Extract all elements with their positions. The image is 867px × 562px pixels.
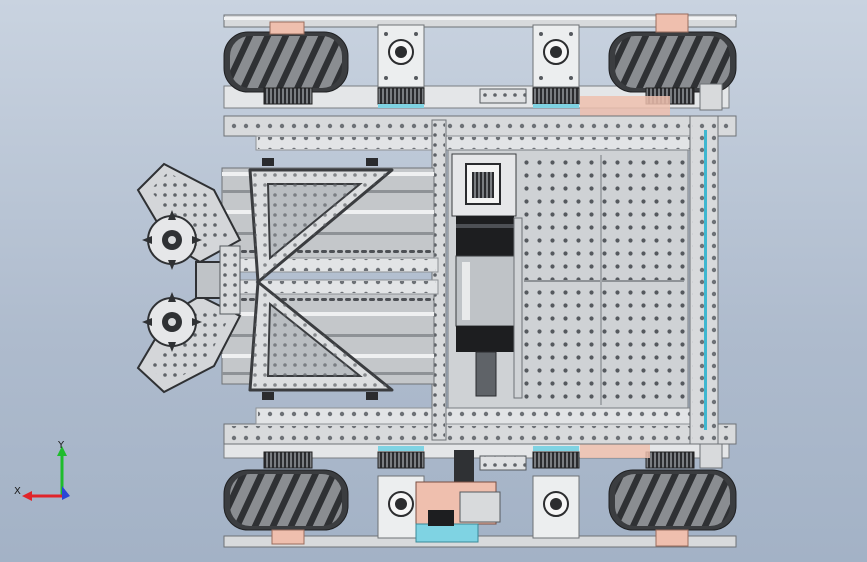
wheel-front-right[interactable]	[608, 13, 737, 93]
intake-gearbox[interactable]	[195, 245, 241, 315]
y-axis-arrowhead	[57, 446, 67, 456]
bracket-top[interactable]	[479, 83, 723, 118]
wheel-rear-right[interactable]	[608, 469, 737, 547]
chassis-frame-top-rail[interactable]	[223, 115, 737, 137]
pulley-bottom-4[interactable]	[645, 451, 695, 469]
gusset-plate-upper[interactable]	[248, 168, 394, 284]
y-axis-label: Y	[57, 440, 65, 451]
pulley-bottom-3[interactable]	[532, 446, 580, 469]
pulley-top-3[interactable]	[532, 87, 580, 108]
gusset-plate-lower[interactable]	[248, 280, 394, 392]
bearing-block-bottom-right[interactable]	[532, 475, 580, 539]
drive-motor[interactable]	[451, 153, 523, 399]
pulley-top-2[interactable]	[377, 87, 425, 108]
intake-sprocket-lower[interactable]	[142, 292, 202, 352]
chassis-inner-bottom-rail[interactable]	[255, 407, 697, 425]
x-axis-arrowhead	[22, 491, 32, 501]
z-axis-marker	[62, 486, 70, 500]
wheel-front-left[interactable]	[223, 21, 349, 93]
spacer-bottom-left	[262, 392, 378, 400]
intake-sprocket-upper[interactable]	[142, 210, 202, 270]
chassis-frame-bottom-rail[interactable]	[223, 423, 737, 445]
pulley-bottom-2[interactable]	[377, 446, 425, 469]
axis-triad: Y X	[14, 440, 70, 501]
bracket-bottom[interactable]	[479, 441, 723, 471]
spacer-top-left	[262, 158, 378, 166]
bearing-block-top-right[interactable]	[532, 24, 580, 88]
chassis-center-divider[interactable]	[431, 119, 447, 441]
cross-rail-middle[interactable]	[221, 257, 439, 295]
chassis-inner-top-rail[interactable]	[255, 135, 697, 151]
bearing-block-top-left[interactable]	[377, 24, 425, 88]
servo-mount[interactable]	[415, 450, 501, 543]
pulley-bottom-1[interactable]	[263, 451, 313, 469]
wheel-rear-left[interactable]	[223, 469, 349, 545]
x-axis-label: X	[14, 486, 21, 497]
chassis-right-side-rail[interactable]	[689, 115, 719, 445]
pulley-top-1[interactable]	[263, 87, 313, 105]
